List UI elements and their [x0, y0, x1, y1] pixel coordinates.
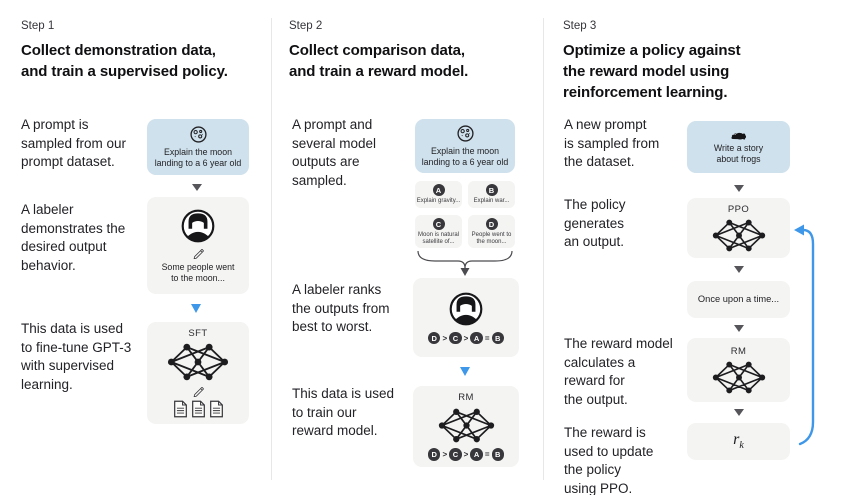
arrow-down-blue-icon — [460, 367, 470, 376]
column-divider — [543, 18, 544, 480]
step2-rm-box: RM D > C > A = B — [413, 386, 519, 467]
output-text-d: People went to the moon... — [471, 232, 512, 246]
reward-symbol-subscript: k — [739, 440, 744, 452]
arrow-down-icon — [192, 184, 202, 191]
output-text-b: Explain war... — [473, 198, 510, 204]
step3-prompt-box-text: Write a story about frogs — [713, 143, 764, 164]
reward-symbol-base: r — [733, 431, 740, 449]
reward-symbol: rk — [733, 431, 744, 451]
rank-badge-a: A — [470, 448, 483, 461]
step3-output-box: Once upon a time... — [687, 281, 790, 318]
moon-icon — [189, 126, 207, 143]
step3-prompt-box: Write a story about frogs — [687, 121, 790, 173]
rank-separator: > — [463, 333, 469, 343]
rank-separator: = — [484, 333, 490, 343]
rank-separator: > — [442, 333, 448, 343]
step3-caption-reward-model: The reward model calculates a reward for… — [564, 336, 673, 407]
pencil-icon — [193, 387, 204, 397]
neural-network-icon — [437, 408, 495, 444]
step3-output-box-text: Once upon a time... — [697, 294, 780, 305]
arrow-down-blue-icon — [191, 304, 201, 313]
rank-badge-c: C — [449, 331, 462, 345]
step1-caption-prompt: A prompt is sampled from our prompt data… — [21, 117, 127, 169]
step2-caption-ranks: A labeler ranks the outputs from best to… — [292, 282, 390, 334]
step2-prompt-box-text: Explain the moon landing to a 6 year old — [421, 146, 509, 167]
ranking-row: D > C > A = B — [427, 448, 504, 461]
pencil-icon — [193, 248, 204, 259]
rank-badge-b: B — [491, 331, 504, 345]
step1-caption-labeler: A labeler demonstrates the desired outpu… — [21, 202, 126, 273]
labeler-avatar-icon — [180, 208, 216, 244]
output-box-a: A Explain gravity... — [415, 181, 462, 208]
rank-badge-c: C — [449, 448, 462, 461]
feedback-arrow-icon — [794, 224, 815, 446]
step2-caption-train: This data is used to train our reward mo… — [292, 386, 395, 438]
neural-network-icon — [167, 342, 229, 382]
neural-network-icon — [711, 218, 766, 252]
step3-caption-policy: The policy generates an output. — [564, 197, 626, 249]
step3-caption-reward-update: The reward is used to update the policy … — [564, 425, 654, 495]
step2-caption-sampled: A prompt and several model outputs are s… — [292, 117, 377, 188]
output-text-c: Moon is natural satellite of... — [417, 232, 460, 246]
documents-row — [173, 400, 224, 418]
step3-rm-box: RM — [687, 338, 790, 402]
rank-separator: > — [463, 450, 469, 459]
labeler-avatar-icon — [448, 291, 484, 327]
arrow-down-icon — [734, 266, 744, 273]
step1-prompt-box-text: Explain the moon landing to a 6 year old — [154, 147, 242, 168]
step2-prompt-box: Explain the moon landing to a 6 year old — [415, 119, 515, 173]
rank-badge-a: A — [470, 331, 483, 345]
step3-title: Optimize a policy against the reward mod… — [563, 42, 741, 101]
rm-model-label: RM — [458, 392, 474, 404]
document-icon — [209, 400, 223, 418]
step3-label: Step 3 — [563, 20, 597, 32]
rank-badge-d: D — [427, 448, 441, 461]
output-box-d: D People went to the moon... — [468, 215, 515, 248]
step1-prompt-box: Explain the moon landing to a 6 year old — [147, 119, 249, 175]
output-box-c: C Moon is natural satellite of... — [415, 215, 462, 248]
rank-separator: = — [484, 450, 490, 459]
rm-model-label: RM — [730, 345, 747, 357]
step1-caption-finetune: This data is used to fine-tune GPT-3 wit… — [21, 321, 132, 392]
arrow-down-icon — [734, 325, 744, 332]
arrow-down-icon — [734, 185, 744, 192]
step3-ppo-box: PPO — [687, 198, 790, 258]
rank-badge-d: D — [427, 331, 441, 345]
rank-badge-b: B — [491, 448, 504, 461]
step1-label: Step 1 — [21, 20, 55, 32]
moon-icon — [456, 125, 474, 142]
step1-title: Collect demonstration data, and train a … — [21, 42, 228, 80]
neural-network-icon — [711, 360, 766, 394]
arrow-down-icon — [734, 409, 744, 416]
step3-reward-box: rk — [687, 423, 790, 460]
output-badge-d: D — [485, 218, 498, 230]
step1-sft-box: SFT — [147, 322, 249, 424]
step2-title: Collect comparison data, and train a rew… — [289, 42, 469, 80]
rank-separator: > — [442, 450, 448, 459]
output-badge-a: A — [432, 184, 445, 196]
output-badge-c: C — [432, 218, 445, 230]
step2-ranking-box: D > C > A = B — [413, 278, 519, 357]
output-box-b: B Explain war... — [468, 181, 515, 208]
step2-label: Step 2 — [289, 20, 323, 32]
document-icon — [173, 400, 187, 418]
sft-model-label: SFT — [188, 328, 208, 339]
output-badge-b: B — [485, 184, 498, 196]
converge-brace-icon — [417, 250, 513, 276]
output-text-a: Explain gravity... — [416, 198, 461, 204]
step3-caption-new-prompt: A new prompt is sampled from the dataset… — [564, 117, 660, 169]
frog-icon — [731, 133, 747, 140]
document-icon — [191, 400, 205, 418]
ppo-model-label: PPO — [727, 203, 750, 215]
step1-demo-box-text: Some people went to the moon... — [161, 261, 235, 283]
ranking-row: D > C > A = B — [427, 331, 504, 345]
step1-demonstration-box: Some people went to the moon... — [147, 197, 249, 294]
column-divider — [271, 18, 272, 480]
